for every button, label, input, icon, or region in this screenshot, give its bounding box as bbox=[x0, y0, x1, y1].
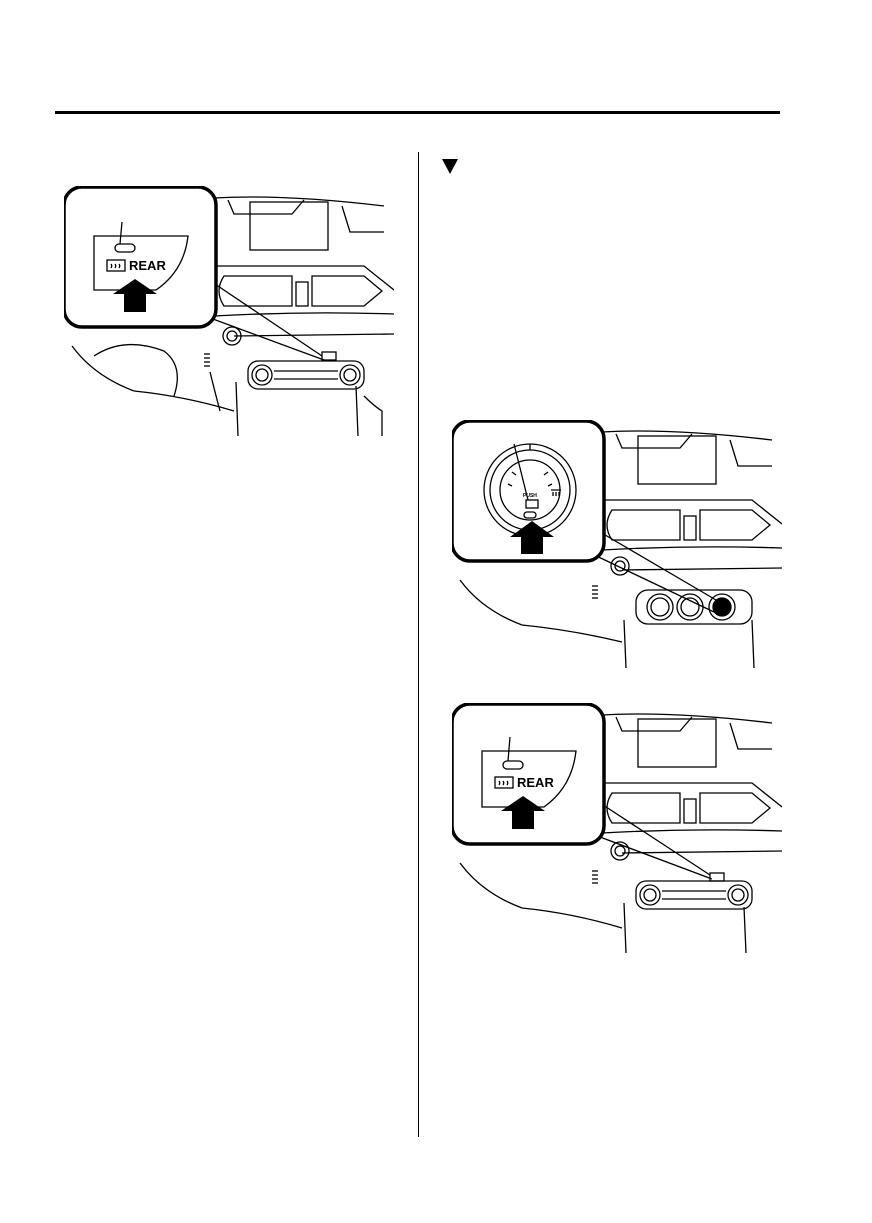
column-divider bbox=[418, 152, 419, 1137]
button-label-rear: REAR bbox=[517, 775, 554, 790]
figure-rear-defroster-switch-alt: REAR bbox=[452, 703, 782, 955]
knob-label-push: PUSH bbox=[523, 493, 537, 499]
dashboard-illustration: REAR bbox=[64, 186, 394, 438]
header-rule bbox=[55, 111, 780, 114]
triangle-down-icon bbox=[441, 158, 459, 176]
figure-climate-knob: PUSH bbox=[452, 420, 782, 670]
dashboard-illustration: PUSH bbox=[452, 420, 782, 670]
button-label-rear: REAR bbox=[129, 258, 166, 273]
figure-rear-defroster-switch: REAR bbox=[64, 186, 394, 438]
dashboard-illustration: REAR bbox=[452, 703, 782, 955]
